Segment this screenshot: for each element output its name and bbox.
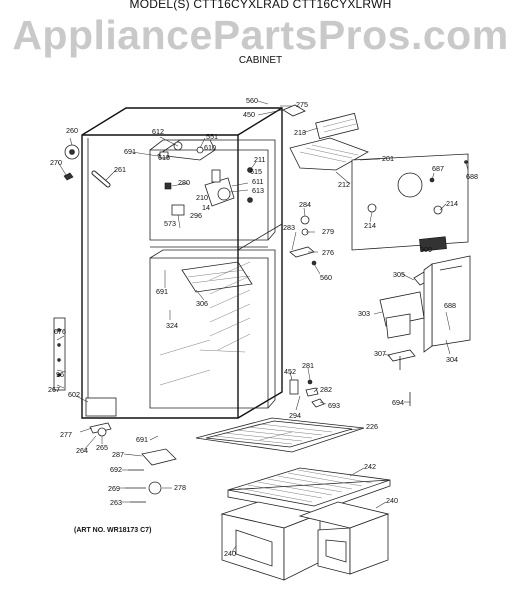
- part-label-676: 676: [54, 327, 66, 336]
- part-label-211: 211: [254, 155, 265, 164]
- part-label-263: 263: [110, 498, 122, 507]
- part-label-212: 212: [338, 180, 350, 189]
- part-label-551: 551: [206, 132, 218, 141]
- part-label-613: 613: [252, 186, 264, 195]
- part-label-96: 96: [56, 370, 64, 379]
- part-label-201: 201: [382, 154, 394, 163]
- part-label-450: 450: [243, 110, 255, 119]
- part-label-296: 296: [190, 211, 202, 220]
- part-label-275: 275: [296, 100, 308, 109]
- part-label-452: 452: [284, 367, 296, 376]
- part-label-688: 688: [466, 172, 478, 181]
- part-label-279: 279: [322, 227, 334, 236]
- model-numbers: MODEL(S) CTT16CYXLRAD CTT16CYXLRWH: [129, 0, 392, 11]
- part-label-260: 260: [66, 126, 78, 135]
- part-label-294: 294: [289, 411, 301, 420]
- part-label-560: 560: [246, 96, 258, 105]
- part-label-305: 305: [393, 270, 405, 279]
- brackets: [289, 379, 325, 408]
- section-title: CABINET: [238, 55, 283, 66]
- control-assembly: [282, 104, 469, 266]
- part-label-240: 240: [224, 549, 236, 558]
- part-label-691: 691: [136, 435, 148, 444]
- part-label-309: 309: [420, 245, 432, 254]
- part-label-615: 615: [250, 167, 262, 176]
- glass-shelves-and-bins: [195, 417, 391, 581]
- part-label-264: 264: [76, 446, 88, 455]
- part-label-242: 242: [364, 462, 376, 471]
- part-label-277: 277: [60, 430, 72, 439]
- part-label-269: 269: [108, 484, 120, 493]
- part-label-324: 324: [166, 321, 178, 330]
- part-label-281: 281: [302, 361, 314, 370]
- part-label-573: 573: [164, 219, 176, 228]
- part-label-687: 687: [432, 164, 444, 173]
- part-label-265: 265: [96, 443, 108, 452]
- part-label-270: 270: [50, 158, 62, 167]
- leader-lines: [56, 100, 469, 553]
- part-label-240: 240: [386, 496, 398, 505]
- part-label-287: 287: [112, 450, 124, 459]
- part-label-615: 615: [158, 153, 170, 162]
- part-label-306: 306: [196, 299, 208, 308]
- watermark: AppliancePartsPros.com: [12, 12, 509, 58]
- part-label-280: 280: [178, 178, 190, 187]
- part-label-214: 214: [364, 221, 376, 230]
- part-label-694: 694: [392, 398, 404, 407]
- part-label-276: 276: [322, 248, 334, 257]
- part-label-210: 210: [196, 193, 208, 202]
- part-number-labels: 560 275 450 213 201 612 551 610 691 615 211 260 270 2…: [48, 96, 478, 558]
- left-hardware: [53, 144, 177, 503]
- part-label-691: 691: [124, 147, 136, 156]
- part-label-602: 602: [68, 390, 80, 399]
- part-label-213: 213: [294, 128, 306, 137]
- part-label-284: 284: [299, 200, 311, 209]
- cabinet-body: [81, 107, 283, 419]
- part-label-560: 560: [320, 273, 332, 282]
- part-label-611: 611: [252, 177, 263, 186]
- door-components: [379, 255, 471, 406]
- part-label-612: 612: [152, 127, 164, 136]
- part-label-283: 283: [283, 223, 295, 232]
- part-label-282: 282: [320, 385, 332, 394]
- part-label-14: 14: [202, 203, 210, 212]
- art-number: (ART NO. WR18173 C7): [74, 527, 152, 534]
- part-label-307: 307: [374, 349, 386, 358]
- part-label-278: 278: [174, 483, 186, 492]
- part-label-303: 303: [358, 309, 370, 318]
- part-label-691: 691: [156, 287, 168, 296]
- part-label-693: 693: [328, 401, 340, 410]
- part-label-267: 267: [48, 385, 60, 394]
- part-label-304: 304: [446, 355, 458, 364]
- part-label-261: 261: [114, 165, 126, 174]
- part-label-610: 610: [204, 143, 216, 152]
- part-label-688: 688: [444, 301, 456, 310]
- part-label-226: 226: [366, 422, 378, 431]
- part-label-692: 692: [110, 465, 122, 474]
- part-label-214: 214: [446, 199, 458, 208]
